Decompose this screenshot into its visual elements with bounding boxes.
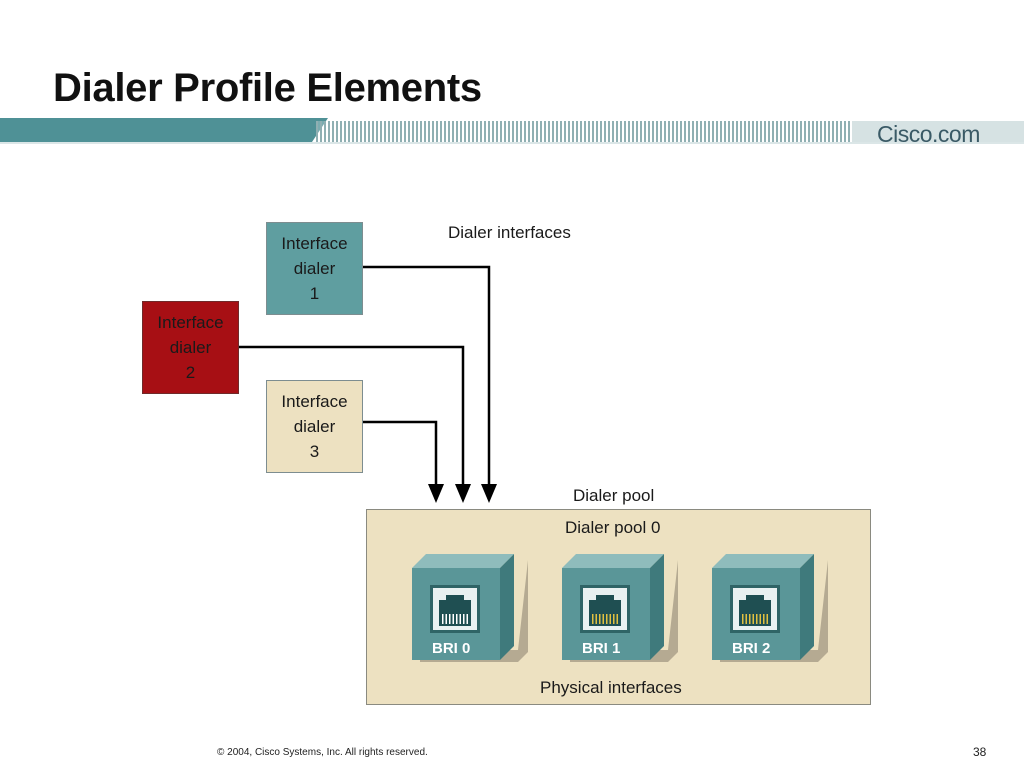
bri-1-label: BRI 1	[582, 640, 621, 657]
interface-dialer-3-line3: 3	[309, 442, 320, 461]
arrowhead-dialer-3	[428, 484, 444, 503]
dialer-pool-label: Dialer pool	[573, 486, 655, 505]
bri-2-label: BRI 2	[732, 640, 771, 657]
interface-dialer-3-line1: Interface	[281, 392, 348, 411]
interface-dialer-1-box: Interface dialer 1	[266, 222, 363, 315]
bri-1-port	[562, 554, 678, 662]
arrow-dialer-1	[363, 265, 491, 488]
interface-dialer-2-line2: dialer	[169, 338, 212, 357]
interface-dialer-1-line3: 1	[309, 284, 320, 303]
arrow-dialer-3	[363, 420, 438, 488]
interface-dialer-2-box: Interface dialer 2	[142, 301, 239, 394]
slide-title: Dialer Profile Elements	[53, 66, 482, 110]
interface-dialer-1-line1: Interface	[281, 234, 348, 253]
interface-dialer-2-line3: 2	[185, 363, 196, 382]
arrowhead-dialer-2	[455, 484, 471, 503]
interface-dialer-3-line2: dialer	[293, 417, 336, 436]
dialer-pool-name: Dialer pool 0	[565, 518, 661, 537]
cisco-brand-logo: Cisco.com	[877, 121, 980, 147]
dialer-interfaces-label: Dialer interfaces	[448, 223, 571, 242]
header-banner	[0, 118, 1024, 144]
bri-2-port	[712, 554, 828, 662]
bri-0-port	[412, 554, 528, 662]
arrowhead-dialer-1	[481, 484, 497, 503]
interface-dialer-3-box: Interface dialer 3	[266, 380, 363, 473]
physical-interfaces-label: Physical interfaces	[540, 678, 682, 697]
interface-dialer-2-line1: Interface	[157, 313, 224, 332]
interface-dialer-1-line2: dialer	[293, 259, 336, 278]
copyright-notice: © 2004, Cisco Systems, Inc. All rights r…	[217, 747, 428, 758]
page-number: 38	[973, 745, 987, 759]
arrow-dialer-2	[239, 345, 465, 488]
bri-0-label: BRI 0	[432, 640, 471, 657]
